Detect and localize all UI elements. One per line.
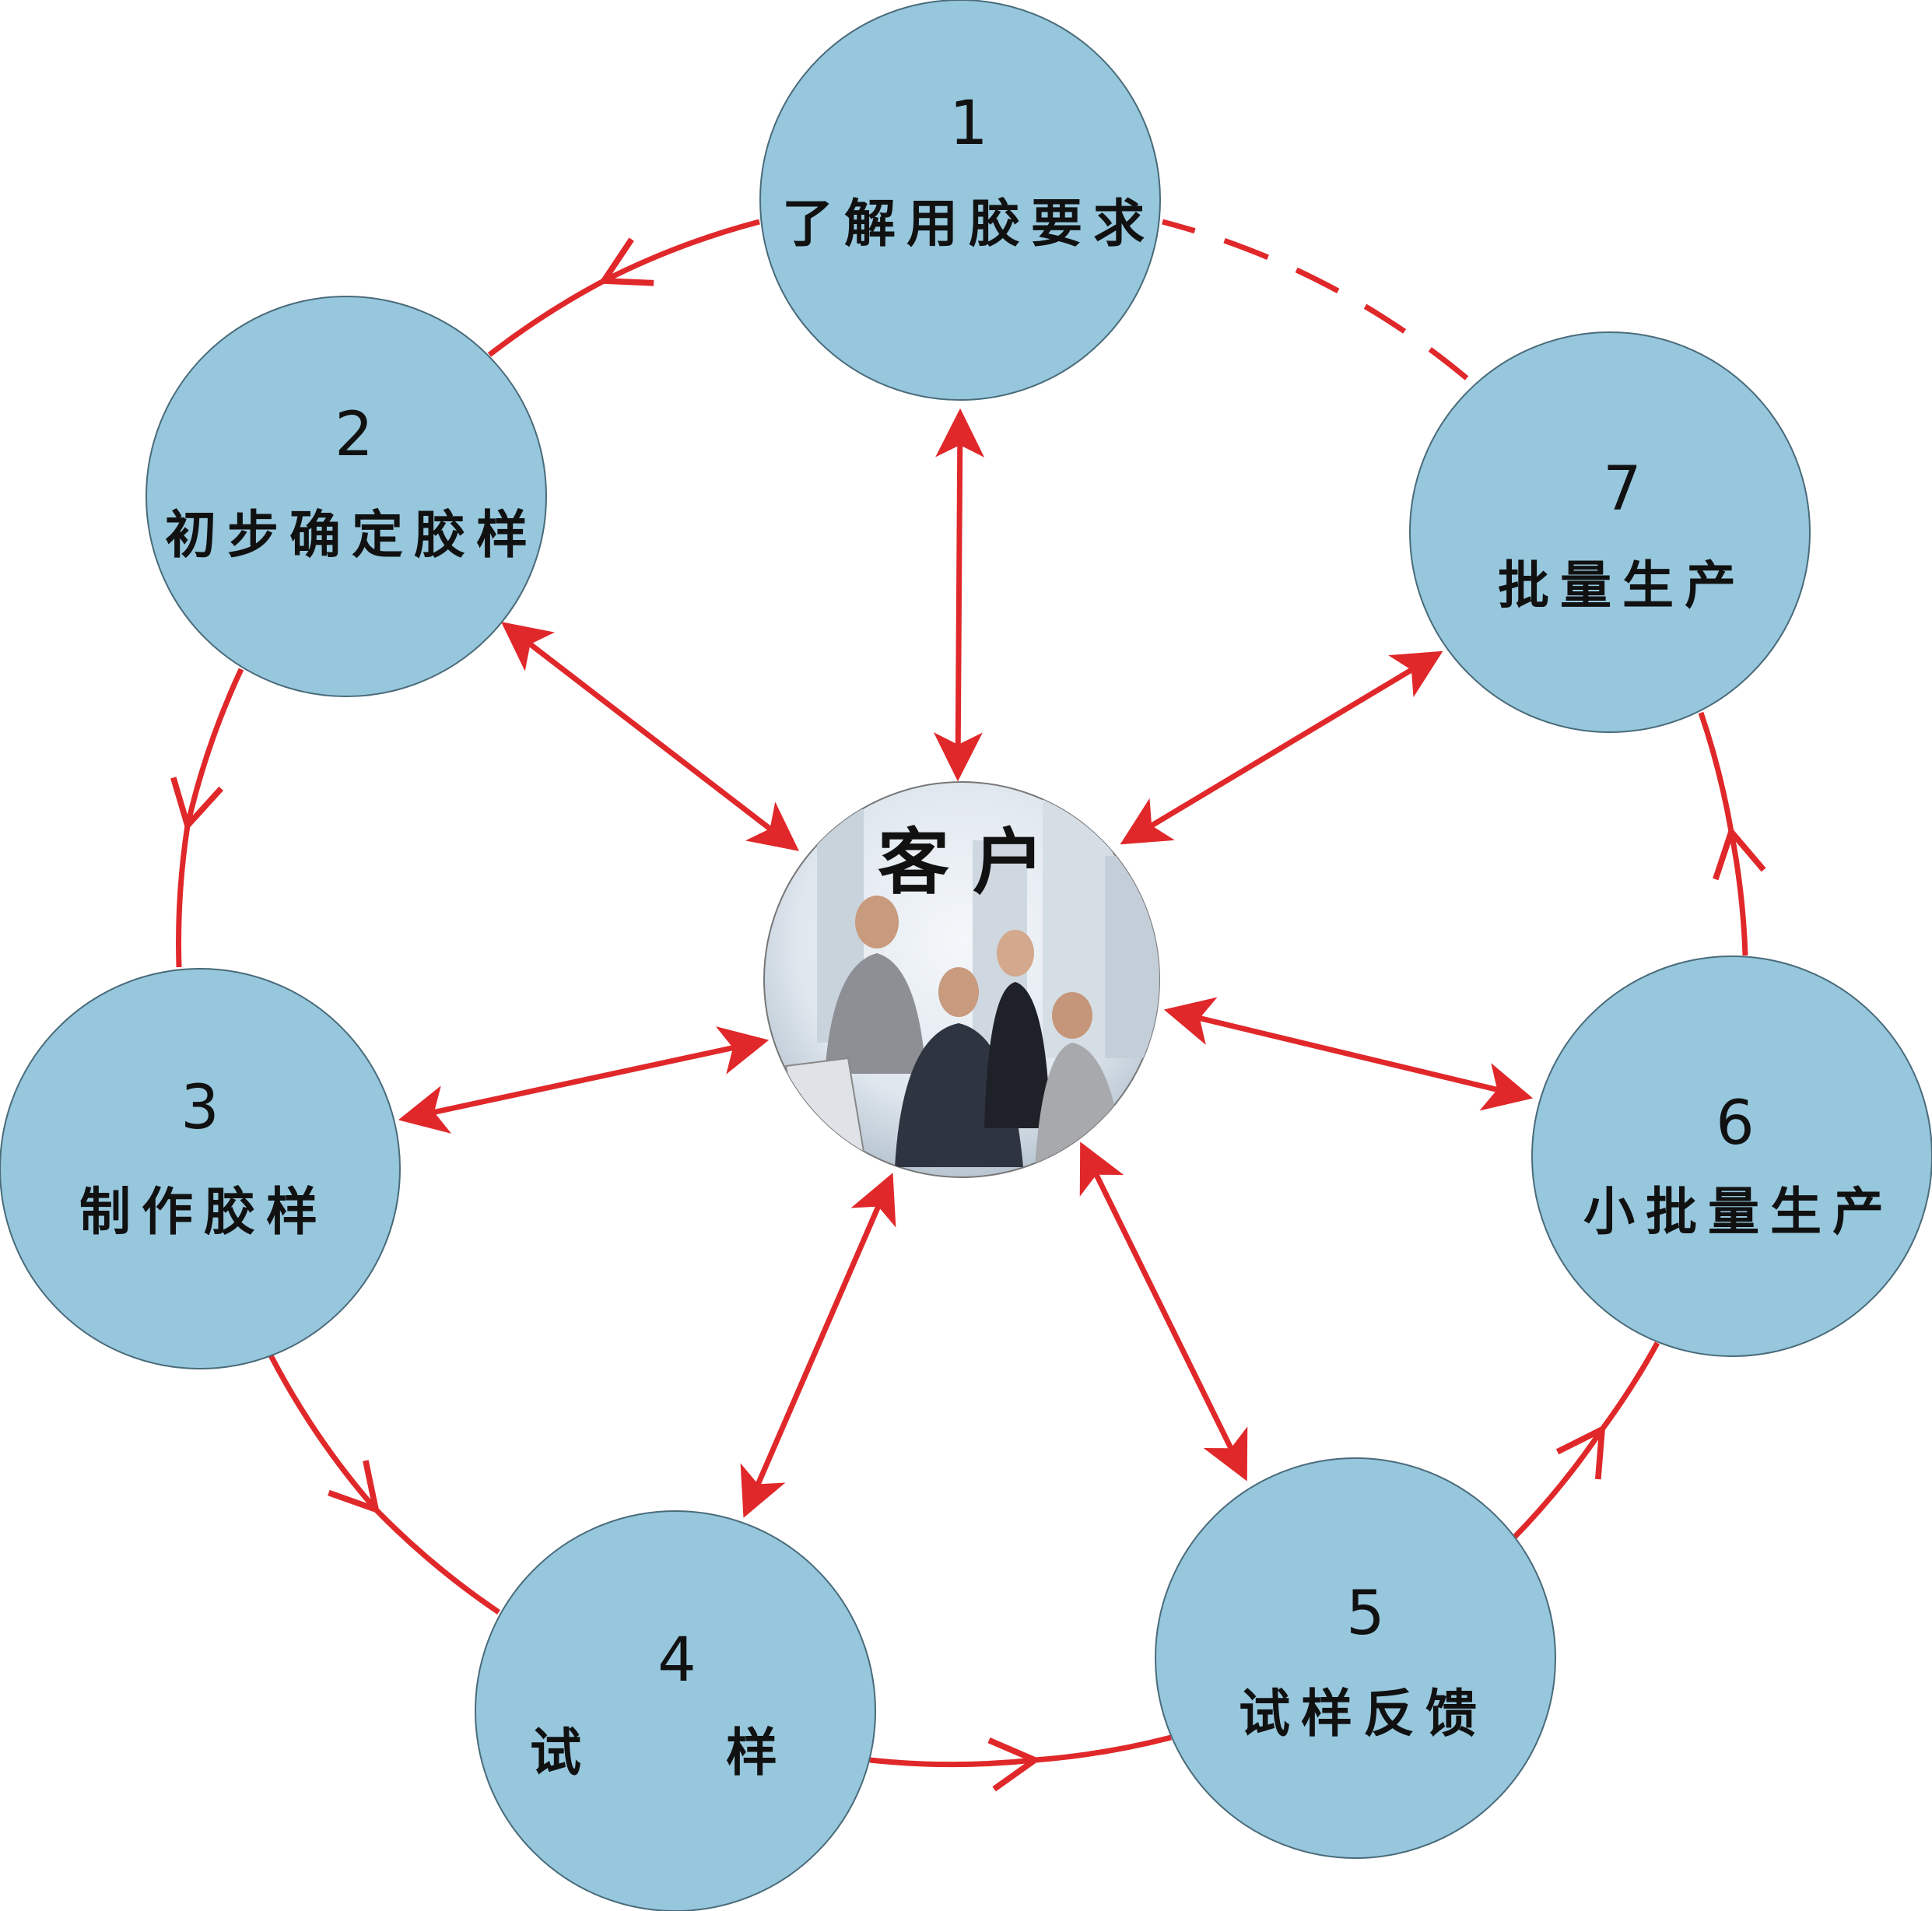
customer-step-7-double-arrow bbox=[1120, 650, 1443, 845]
customer-step-2-double-arrow bbox=[501, 622, 799, 851]
step-label: 批量生产 bbox=[1498, 555, 1747, 615]
flow-line-3-to-4 bbox=[373, 1507, 500, 1615]
step-label: 小批量生产 bbox=[1583, 1181, 1895, 1242]
flow-line-4-to-5 bbox=[1034, 1734, 1172, 1763]
customer-step-1-double-arrow bbox=[933, 408, 985, 782]
customer-step-4-double-arrow bbox=[740, 1173, 896, 1518]
dashed-link-7-to-1 bbox=[1162, 219, 1469, 380]
flow-arrow-4-to-5 bbox=[869, 1760, 1035, 1765]
flow-arrow-5-to-6 bbox=[1511, 1429, 1602, 1541]
step-number: 2 bbox=[335, 400, 373, 470]
customer-label: 客户 bbox=[878, 820, 1068, 904]
flow-line-1-to-2 bbox=[487, 278, 605, 357]
customer-step-3-double-arrow bbox=[398, 1026, 770, 1134]
flow-arrow-6-to-7 bbox=[1731, 832, 1745, 956]
step-number: 1 bbox=[949, 89, 988, 159]
step-1-node[interactable]: 1 了解用胶要求 bbox=[759, 0, 1161, 401]
step-7-node[interactable]: 7 批量生产 bbox=[1409, 331, 1811, 733]
step-5-node[interactable]: 5 试样反馈 bbox=[1155, 1457, 1556, 1859]
step-label: 了解用胶要求 bbox=[782, 193, 1155, 254]
step-number: 6 bbox=[1716, 1089, 1755, 1159]
flow-line-5-to-6 bbox=[1600, 1341, 1660, 1432]
customer-step-6-double-arrow bbox=[1163, 997, 1534, 1111]
step-number: 3 bbox=[181, 1073, 219, 1143]
flow-arrow-2-to-3 bbox=[188, 668, 244, 826]
step-2-node[interactable]: 2 初步确定胶样 bbox=[146, 296, 547, 697]
step-label: 试 样 bbox=[530, 1722, 824, 1783]
step-label: 制作胶样 bbox=[79, 1181, 328, 1242]
flow-line-6-to-7 bbox=[1698, 711, 1734, 833]
step-number: 4 bbox=[657, 1625, 696, 1695]
business-people-photo bbox=[784, 794, 1159, 1167]
step-4-node[interactable]: 4 试 样 bbox=[475, 1510, 876, 1911]
customer-hub: 客户 bbox=[763, 781, 1160, 1178]
step-label: 试样反馈 bbox=[1239, 1683, 1488, 1744]
customer-step-5-double-arrow bbox=[1079, 1141, 1248, 1481]
flow-line-2-to-3 bbox=[176, 825, 191, 968]
process-flow-arrows bbox=[176, 219, 1745, 1765]
step-6-node[interactable]: 6 小批量生产 bbox=[1531, 956, 1932, 1357]
step-label: 初步确定胶样 bbox=[165, 504, 538, 565]
flow-arrow-3-to-4 bbox=[268, 1354, 376, 1510]
flow-arrow-1-to-2 bbox=[604, 219, 760, 281]
step-number: 5 bbox=[1346, 1579, 1385, 1649]
step-number: 7 bbox=[1603, 454, 1642, 524]
customer-link-arrows bbox=[398, 408, 1534, 1518]
step-3-node[interactable]: 3 制作胶样 bbox=[0, 968, 401, 1369]
